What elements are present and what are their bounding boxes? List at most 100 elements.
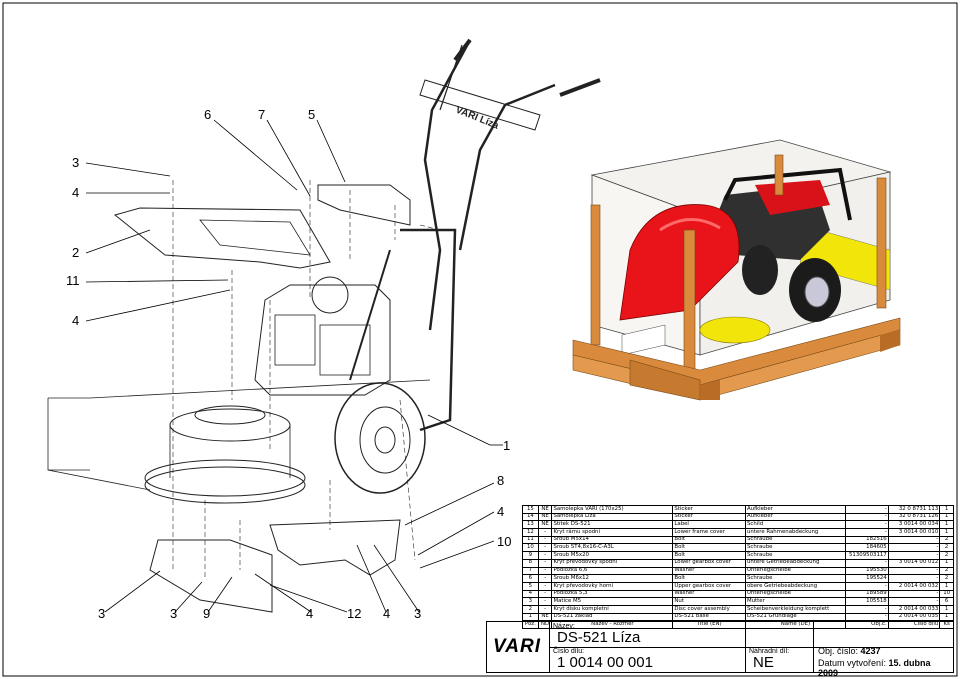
- table-cell: 1: [939, 512, 954, 522]
- callout-10: 10: [497, 534, 512, 549]
- table-cell: Mutter: [744, 597, 846, 606]
- obj-label: Obj. číslo:: [818, 646, 859, 656]
- callout-12: 12: [347, 606, 362, 621]
- datum-label: Datum vytvoření:: [818, 658, 887, 668]
- table-cell: Washer: [672, 566, 746, 576]
- table-cell: 9: [522, 551, 539, 560]
- table-cell: 5: [522, 581, 539, 591]
- table-cell: 1: [939, 520, 954, 530]
- table-cell: 11: [522, 535, 539, 545]
- vari-logo: VARI: [493, 636, 541, 657]
- table-cell: Štítek DS-521: [551, 520, 674, 530]
- table-cell: -: [887, 551, 941, 560]
- callout-7: 7: [258, 107, 266, 122]
- table-cell: 1: [939, 558, 954, 568]
- table-cell: -: [844, 581, 889, 591]
- table-cell: Lower frame cover: [672, 528, 746, 537]
- callout-2: 2: [72, 245, 80, 260]
- table-cell: 2 0014 00 033: [887, 604, 941, 614]
- table-cell: Schild: [744, 520, 846, 530]
- table-cell: NE: [537, 505, 553, 514]
- table-cell: 2: [522, 604, 539, 614]
- table-cell: Disc cover assembly: [672, 604, 746, 614]
- table-cell: 32 0 8731 113: [887, 505, 941, 514]
- table-cell: DS-521 základ: [551, 612, 674, 622]
- table-cell: Schraube: [744, 543, 846, 553]
- table-cell: Matice M5: [551, 597, 674, 606]
- table-cell: -: [887, 543, 941, 553]
- table-cell: 12: [522, 528, 539, 537]
- table-cell: Aufkleber: [744, 505, 846, 514]
- table-cell: 2: [939, 566, 954, 576]
- table-cell: Schraube: [744, 535, 846, 545]
- table-cell: NE: [537, 512, 553, 522]
- table-cell: 189589: [844, 589, 889, 599]
- date-value: 15. dubna 2009: [818, 658, 931, 678]
- table-cell: Šroub M6x12: [551, 574, 674, 583]
- table-cell: 10: [939, 589, 954, 599]
- table-cell: 105518: [844, 597, 889, 606]
- table-cell: -: [537, 566, 553, 576]
- table-cell: Bolt: [672, 574, 746, 583]
- table-cell: untere Rahmenabdeckung: [744, 528, 846, 537]
- table-cell: -: [537, 574, 553, 583]
- table-cell: -: [887, 589, 941, 599]
- table-cell: Šroub M5x20: [551, 551, 674, 560]
- title-block: VARI Název: DS-521 Líza Číslo dílu: 1 00…: [486, 621, 954, 678]
- callout-4-top: 4: [72, 185, 80, 200]
- table-cell: 1: [939, 612, 954, 622]
- table-cell: 8: [522, 558, 539, 568]
- callout-9: 9: [203, 606, 211, 621]
- table-cell: Samolepka Líza: [551, 512, 674, 522]
- product-name: DS-521 Líza: [557, 629, 641, 646]
- table-cell: -: [537, 535, 553, 545]
- table-cell: Schraube: [744, 551, 846, 560]
- callout-3-top: 3: [72, 155, 80, 170]
- table-cell: 2 0014 00 035: [887, 612, 941, 622]
- table-cell: Kryt převodovky horní: [551, 581, 674, 591]
- table-cell: Lower gearbox cover: [672, 558, 746, 568]
- table-cell: 184605: [844, 543, 889, 553]
- callout-5: 5: [308, 107, 316, 122]
- table-cell: 3 0014 00 034: [887, 520, 941, 530]
- table-cell: 1: [939, 528, 954, 537]
- table-cell: 14: [522, 512, 539, 522]
- table-cell: Unterlegscheibe: [744, 589, 846, 599]
- table-cell: -: [887, 574, 941, 583]
- table-cell: 1: [522, 612, 539, 622]
- table-cell: Unterlegscheibe: [744, 566, 846, 576]
- table-cell: 195524: [844, 574, 889, 583]
- table-cell: Kryt disku kompletní: [551, 604, 674, 614]
- table-cell: -: [887, 597, 941, 606]
- packaged-machine-render: [572, 139, 901, 401]
- table-cell: NE: [537, 612, 553, 622]
- table-cell: 2: [939, 535, 954, 545]
- table-cell: -: [537, 581, 553, 591]
- exploded-view: VARI Líza: [47, 38, 601, 613]
- table-cell: 32 0 8731 126: [887, 512, 941, 522]
- table-cell: -: [537, 604, 553, 614]
- table-cell: 3 0014 00 012: [887, 558, 941, 568]
- table-cell: 1: [939, 581, 954, 591]
- table-cell: Upper gearbox cover: [672, 581, 746, 591]
- table-cell: Scheibenverkleidung komplett: [744, 604, 846, 614]
- svg-text:VARI Líza: VARI Líza: [454, 105, 501, 132]
- callout-4-right: 4: [497, 504, 505, 519]
- table-cell: Samolepka VARI (170x25): [551, 505, 674, 514]
- table-cell: obere Getriebeabdeckung: [744, 581, 846, 591]
- table-cell: Nut: [672, 597, 746, 606]
- table-cell: 6: [939, 597, 954, 606]
- table-cell: -: [844, 528, 889, 537]
- table-cell: Šroub M5x14: [551, 535, 674, 545]
- table-cell: Schraube: [744, 574, 846, 583]
- callout-leaders: [85, 119, 503, 613]
- spare-part-flag: NE: [753, 654, 774, 671]
